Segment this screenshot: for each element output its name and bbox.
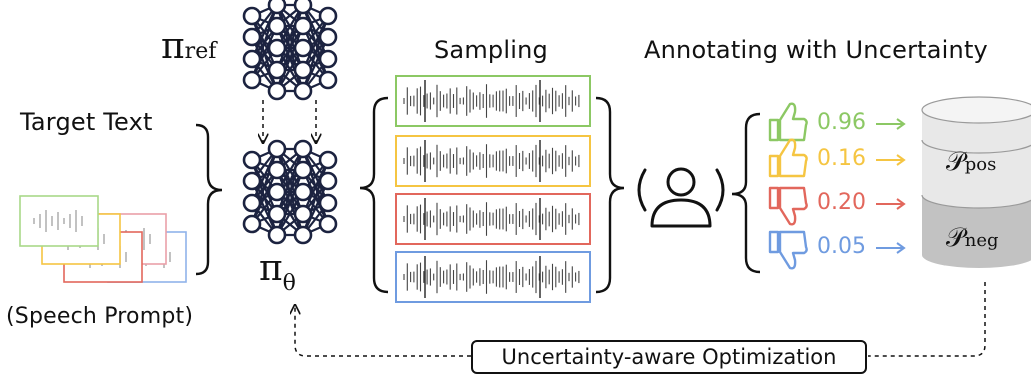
thumbs-down-icon bbox=[768, 230, 808, 270]
reference-network-icon bbox=[242, 0, 338, 101]
feedback-brace bbox=[731, 112, 761, 274]
thumbs-up-icon bbox=[768, 102, 808, 142]
loop-arrow-left bbox=[295, 306, 471, 357]
speech-prompt-cards bbox=[19, 195, 187, 283]
score-label: 0.96 bbox=[817, 110, 866, 135]
feedback-group bbox=[768, 102, 906, 270]
thumbs-up-icon bbox=[768, 138, 808, 178]
score-label: 0.16 bbox=[817, 146, 866, 171]
input-brace bbox=[195, 123, 223, 276]
pi-ref-label: πref bbox=[161, 26, 217, 67]
sample-waveforms bbox=[395, 75, 591, 303]
target-text-label: Target Text bbox=[20, 108, 153, 136]
preference-database-icon bbox=[921, 96, 1031, 268]
speech-prompt-label: (Speech Prompt) bbox=[6, 304, 194, 329]
annotating-title: Annotating with Uncertainty bbox=[644, 36, 988, 64]
policy-network-icon bbox=[242, 139, 338, 245]
samples-open-brace bbox=[359, 96, 389, 294]
loop-line-right bbox=[868, 282, 986, 357]
p-pos-label: 𝒫pos bbox=[946, 147, 997, 177]
p-neg-label: 𝒫neg bbox=[946, 223, 999, 253]
samples-close-brace bbox=[595, 96, 625, 294]
pi-theta-label: πθ bbox=[259, 248, 296, 296]
annotator-icon bbox=[637, 167, 725, 228]
thumbs-down-icon bbox=[768, 186, 808, 226]
sampling-title: Sampling bbox=[434, 36, 548, 64]
score-label: 0.20 bbox=[817, 190, 866, 215]
optimization-box: Uncertainty-aware Optimization bbox=[471, 340, 867, 374]
score-label: 0.05 bbox=[817, 234, 866, 259]
prompt-card bbox=[19, 195, 99, 247]
